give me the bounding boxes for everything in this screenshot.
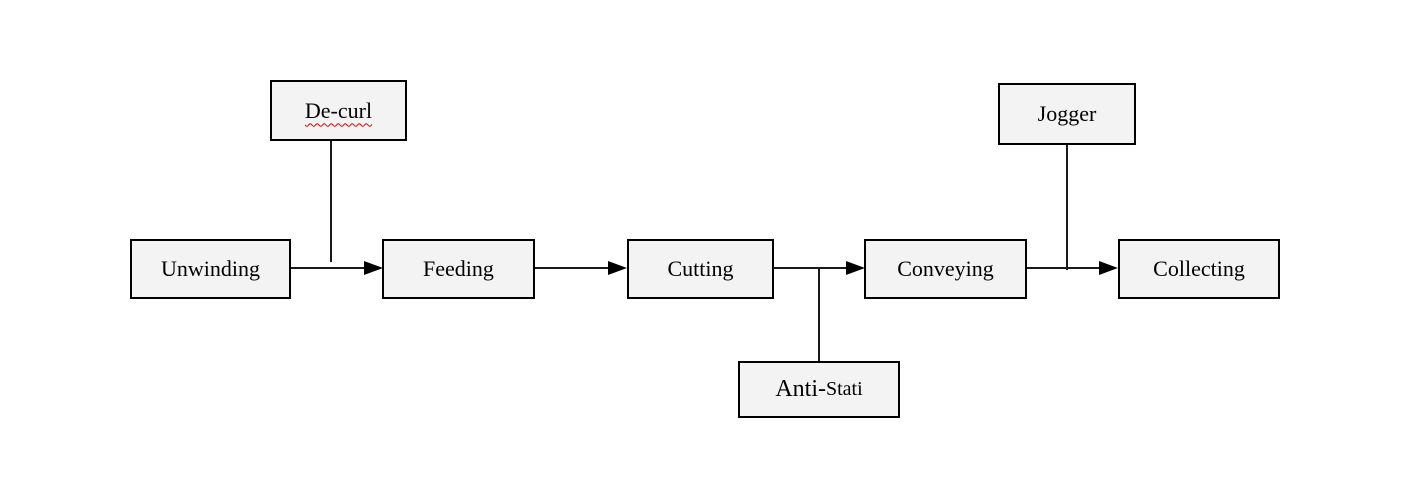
node-antistatic-label-part2: Stati <box>826 378 863 400</box>
node-collecting-label: Collecting <box>1153 256 1245 281</box>
node-jogger: Jogger <box>998 83 1136 145</box>
node-unwinding: Unwinding <box>130 239 291 299</box>
node-jogger-label: Jogger <box>1037 101 1097 126</box>
arrowhead-icon <box>608 261 627 275</box>
node-cutting: Cutting <box>627 239 774 299</box>
node-cutting-label: Cutting <box>667 256 734 281</box>
node-feeding: Feeding <box>382 239 535 299</box>
node-antistatic: Anti-Stati <box>738 361 900 418</box>
arrowhead-icon <box>364 261 383 275</box>
connector-conveying-to-collecting <box>1027 267 1101 269</box>
node-unwinding-label: Unwinding <box>161 256 260 281</box>
node-feeding-label: Feeding <box>423 256 494 281</box>
node-decurl: De-curl <box>270 80 407 141</box>
connector-antistatic-line <box>818 268 820 361</box>
connector-jogger-line <box>1066 145 1068 270</box>
connector-decurl-line <box>330 141 332 262</box>
connector-feeding-to-cutting <box>535 267 610 269</box>
node-conveying: Conveying <box>864 239 1027 299</box>
node-decurl-label: De-curl <box>304 97 373 123</box>
connector-unwinding-to-feeding <box>291 267 367 269</box>
node-antistatic-label-part1: Anti- <box>775 376 826 402</box>
arrowhead-icon <box>846 261 865 275</box>
node-conveying-label: Conveying <box>897 256 994 281</box>
node-collecting: Collecting <box>1118 239 1280 299</box>
connector-cutting-to-conveying <box>773 267 848 269</box>
arrowhead-icon <box>1099 261 1118 275</box>
